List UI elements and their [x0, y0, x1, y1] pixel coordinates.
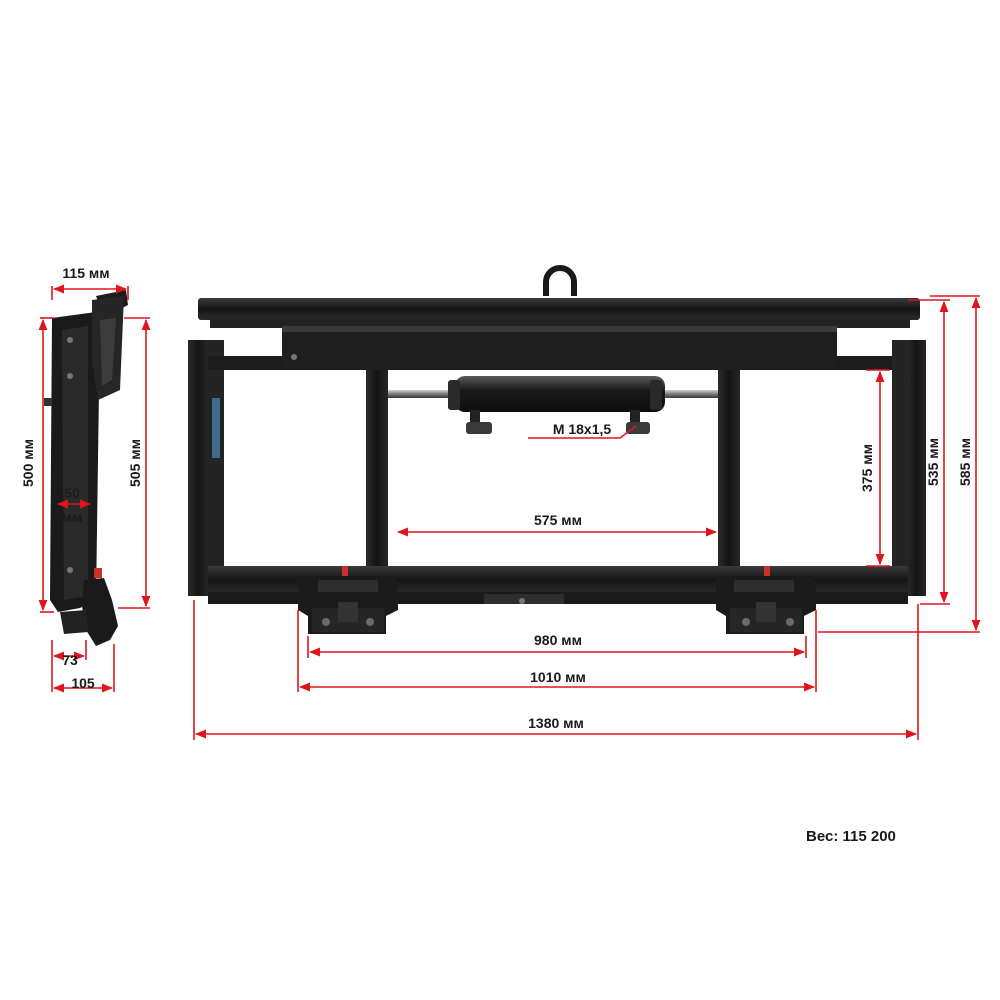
side-dimensions [38, 284, 151, 693]
front-view-body [188, 265, 926, 634]
front-dimension-labels: М 18х1,5 575 мм 375 мм 535 мм 585 мм 980… [528, 421, 973, 731]
dim-side-height-left: 500 мм [20, 439, 36, 487]
front-dimensions [193, 295, 981, 740]
dim-side-inner-unit: мм [62, 509, 83, 525]
dim-hook-inner: 980 мм [534, 632, 582, 648]
dim-inner-span: 575 мм [534, 512, 582, 528]
dim-inner-height: 375 мм [859, 444, 875, 492]
side-view-body [44, 290, 128, 646]
dim-side-bottom-inner: 73 [62, 652, 78, 668]
dim-side-bottom-outer: 105 [71, 675, 95, 691]
dim-total-width: 1380 мм [528, 715, 584, 731]
dim-frame-height: 535 мм [925, 438, 941, 486]
side-dimension-labels: 115 мм 500 мм 50 мм 505 мм 73 105 [20, 265, 143, 691]
weight-label: Вес: 115 200 [806, 828, 896, 845]
dim-side-top-width: 115 мм [62, 265, 109, 281]
dim-hook-outer: 1010 мм [530, 669, 586, 685]
dim-total-height: 585 мм [957, 438, 973, 486]
cylinder-thread-label: М 18х1,5 [553, 421, 612, 437]
dim-side-inner: 50 [64, 485, 80, 501]
dim-side-height-right: 505 мм [127, 439, 143, 487]
